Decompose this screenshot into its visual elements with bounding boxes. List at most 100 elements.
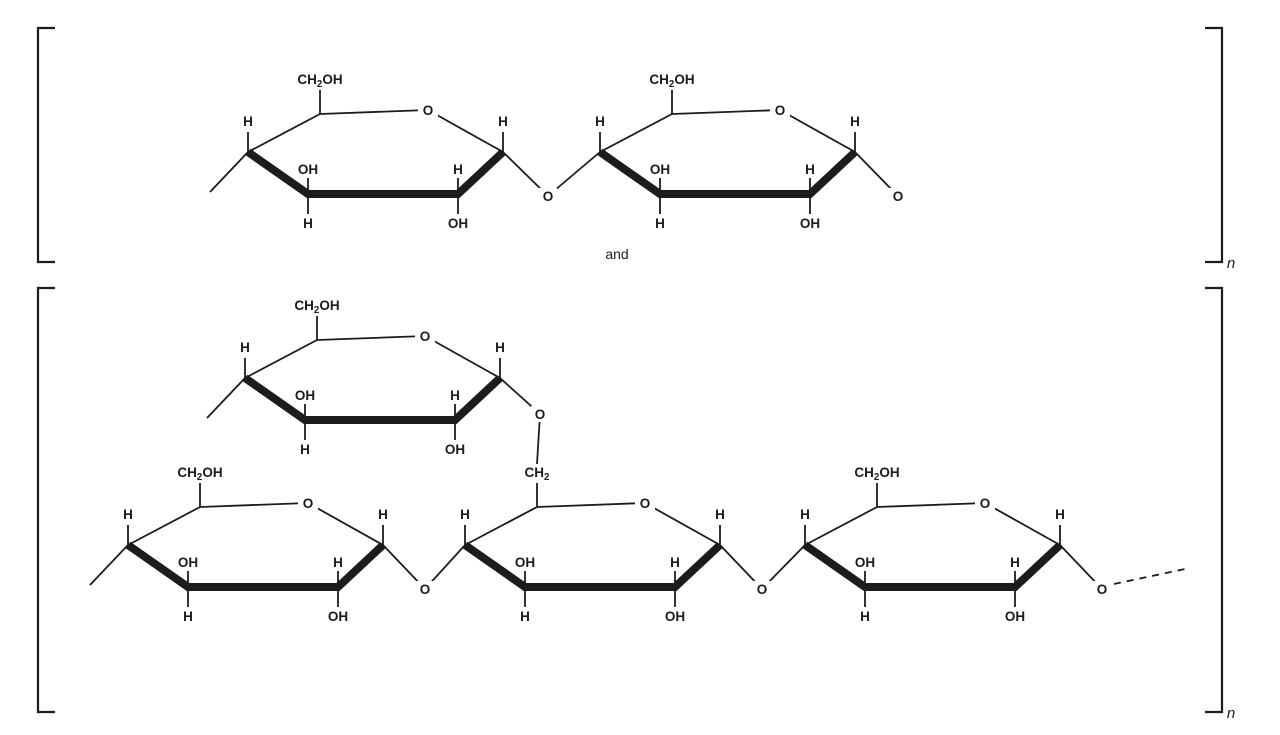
ring-oxygen-label: O xyxy=(980,496,991,511)
ring-front-bonds xyxy=(245,148,506,198)
oh-label: OH xyxy=(448,216,468,231)
ch2oh-label: CH2OH xyxy=(294,298,339,316)
oh-label: OH xyxy=(650,162,670,177)
bond xyxy=(536,502,646,508)
h-label: H xyxy=(1055,507,1065,522)
h-label: H xyxy=(805,162,815,177)
h-label: H xyxy=(860,609,870,624)
branch-oxygen-to-ch2 xyxy=(536,413,541,465)
label-mask xyxy=(539,188,557,204)
h-label: H xyxy=(300,442,310,457)
oh-label: OH xyxy=(298,162,318,177)
h-label: H xyxy=(453,162,463,177)
h-label: H xyxy=(655,216,665,231)
ring-front-bonds xyxy=(242,374,503,424)
bond xyxy=(427,109,504,153)
label-mask xyxy=(770,102,790,118)
h-label: H xyxy=(715,507,725,522)
ring-front-bonds xyxy=(802,541,1063,591)
chain-stub-branch xyxy=(206,377,246,419)
top-repeat-bracket-left xyxy=(36,26,55,264)
label-mask xyxy=(975,495,995,511)
h-label: H xyxy=(183,609,193,624)
h-label: H xyxy=(498,114,508,129)
bond xyxy=(671,109,781,115)
bond xyxy=(316,335,426,341)
h-label: H xyxy=(333,555,343,570)
h-label: H xyxy=(800,507,810,522)
ring-front-bonds xyxy=(125,541,386,591)
branch-oxygen: O xyxy=(535,407,546,422)
oh-label: OH xyxy=(800,216,820,231)
bond xyxy=(127,506,201,546)
bond xyxy=(424,335,501,379)
h-label: H xyxy=(1010,555,1020,570)
ch2oh-label: CH2OH xyxy=(649,72,694,90)
oh-label: OH xyxy=(855,555,875,570)
oh-label: OH xyxy=(1005,609,1025,624)
oh-label: OH xyxy=(445,442,465,457)
ring-front-bonds xyxy=(462,541,723,591)
terminal-dashed-bond xyxy=(1113,568,1186,585)
bottom-repeat-bracket-left xyxy=(36,286,55,714)
bond xyxy=(644,502,721,546)
h-label: H xyxy=(303,216,313,231)
h-label: H xyxy=(378,507,388,522)
chain-stub-bottom-left xyxy=(89,544,129,586)
oh-label: OH xyxy=(515,555,535,570)
h-label: H xyxy=(240,340,250,355)
ring-oxygen-label: O xyxy=(640,496,651,511)
label-mask xyxy=(889,188,907,204)
terminal-oxygen-top: O xyxy=(893,189,904,204)
ring-oxygen-label: O xyxy=(775,103,786,118)
oh-label: OH xyxy=(295,388,315,403)
bond xyxy=(804,506,878,546)
bond xyxy=(464,506,538,546)
h-label: H xyxy=(450,388,460,403)
label-mask xyxy=(418,102,438,118)
oh-label: OH xyxy=(178,555,198,570)
bond xyxy=(244,339,318,379)
h-label: H xyxy=(595,114,605,129)
chain-stub-top-left xyxy=(209,151,249,193)
bond xyxy=(319,109,429,115)
ring-oxygen-label: O xyxy=(303,496,314,511)
conjunction-label: and xyxy=(605,246,628,262)
ch2oh-label: CH2OH xyxy=(854,465,899,483)
h-label: H xyxy=(850,114,860,129)
bond xyxy=(247,113,321,153)
oh-label: OH xyxy=(328,609,348,624)
label-mask xyxy=(416,581,434,597)
label-mask xyxy=(753,581,771,597)
label-mask xyxy=(635,495,655,511)
glycosidic-oxygen-bottom-2: O xyxy=(757,582,768,597)
oh-label: OH xyxy=(665,609,685,624)
ch2oh-label: CH2OH xyxy=(297,72,342,90)
bond xyxy=(876,502,986,508)
label-mask xyxy=(531,406,549,422)
label-mask xyxy=(1093,581,1111,597)
ch2oh-label: CH2OH xyxy=(177,465,222,483)
label-mask xyxy=(298,495,318,511)
glycosidic-oxygen-bottom-1: O xyxy=(420,582,431,597)
ring-front-bonds xyxy=(597,148,858,198)
repeat-subscript: n xyxy=(1227,705,1235,722)
label-mask xyxy=(415,328,435,344)
repeat-subscript: n xyxy=(1227,255,1235,272)
bond xyxy=(307,502,384,546)
ch2-label: CH2 xyxy=(525,465,551,483)
top-repeat-bracket-right xyxy=(1205,26,1224,264)
bond xyxy=(779,109,856,153)
h-label: H xyxy=(495,340,505,355)
ring-oxygen-label: O xyxy=(423,103,434,118)
bottom-repeat-bracket-right xyxy=(1205,286,1224,714)
h-label: H xyxy=(243,114,253,129)
glycosidic-oxygen-top: O xyxy=(543,189,554,204)
bond xyxy=(199,502,309,508)
bond xyxy=(984,502,1061,546)
h-label: H xyxy=(123,507,133,522)
h-label: H xyxy=(670,555,680,570)
bond xyxy=(599,113,673,153)
